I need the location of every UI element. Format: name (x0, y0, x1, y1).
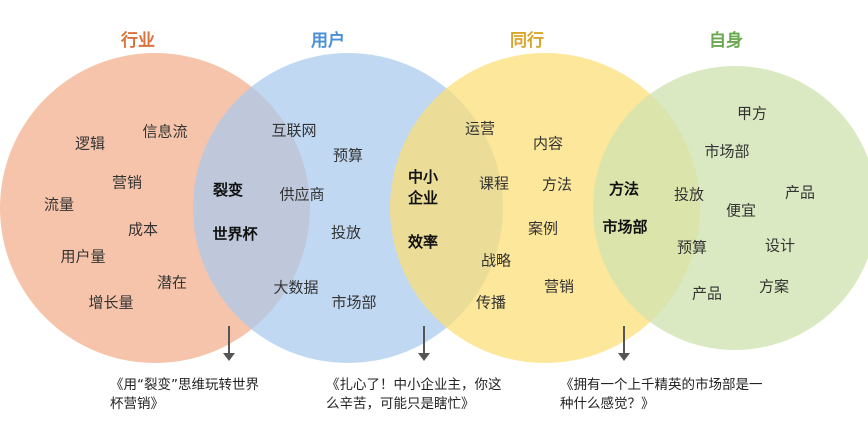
users-word: 大数据 (273, 278, 319, 297)
caption-line: 种什么感觉？》 (560, 396, 655, 412)
industry-word: 信息流 (142, 122, 188, 141)
users-word: 预算 (332, 146, 364, 165)
users-word: 市场部 (331, 293, 377, 312)
overlap-users-peers-term: 效率 (407, 233, 439, 251)
overlap-peers-self-term: 市场部 (602, 218, 648, 236)
circle-self (593, 66, 868, 350)
self-word: 设计 (764, 236, 796, 255)
peers-word: 案例 (527, 219, 559, 238)
category-self: 自身 (709, 31, 743, 51)
overlap-peers-self-term: 方法 (608, 180, 640, 198)
caption-line: 《用“裂变”思维玩转世界 (110, 377, 259, 393)
caption-line: 《拥有一个上千精英的市场部是一 (560, 377, 763, 393)
peers-word: 内容 (532, 134, 564, 153)
industry-word: 用户量 (60, 247, 106, 266)
self-word: 甲方 (736, 104, 768, 123)
self-word: 产品 (691, 284, 723, 303)
caption-line: 杯营销》 (110, 396, 164, 412)
overlap-users-peers-term: 企业 (407, 189, 439, 207)
self-word: 市场部 (704, 142, 750, 161)
category-industry: 行业 (121, 31, 155, 51)
caption-line: 《扎心了！中小企业主，你这 (326, 377, 502, 393)
caption-article-1: 《用“裂变”思维玩转世界 杯营销》 (110, 376, 310, 414)
users-word: 供应商 (279, 185, 325, 204)
category-peers: 同行 (510, 31, 544, 51)
peers-word: 营销 (543, 277, 575, 296)
industry-word: 增长量 (88, 293, 134, 312)
overlap-users-peers-term: 中小 (407, 168, 439, 186)
caption-article-3: 《拥有一个上千精英的市场部是一 种什么感觉？》 (560, 376, 800, 414)
category-users: 用户 (311, 31, 345, 51)
users-word: 互联网 (271, 121, 317, 140)
users-word: 投放 (330, 223, 362, 242)
peers-word: 运营 (464, 119, 496, 138)
overlap-industry-users-term: 世界杯 (212, 225, 258, 243)
peers-word: 传播 (475, 293, 507, 312)
self-word: 便宜 (725, 201, 757, 220)
overlap-industry-users-term: 裂变 (212, 181, 244, 199)
self-word: 投放 (673, 185, 705, 204)
industry-word: 成本 (127, 220, 159, 239)
caption-line: 么辛苦，可能只是瞎忙》 (326, 396, 475, 412)
self-word: 方案 (758, 277, 790, 296)
peers-word: 课程 (478, 174, 510, 193)
self-word: 产品 (784, 183, 816, 202)
peers-word: 战略 (480, 251, 512, 270)
self-word: 预算 (676, 238, 708, 257)
industry-word: 潜在 (156, 273, 188, 292)
caption-article-2: 《扎心了！中小企业主，你这 么辛苦，可能只是瞎忙》 (326, 376, 526, 414)
industry-word: 营销 (111, 173, 143, 192)
industry-word: 流量 (43, 195, 75, 214)
peers-word: 方法 (541, 175, 573, 194)
industry-word: 逻辑 (74, 134, 106, 153)
